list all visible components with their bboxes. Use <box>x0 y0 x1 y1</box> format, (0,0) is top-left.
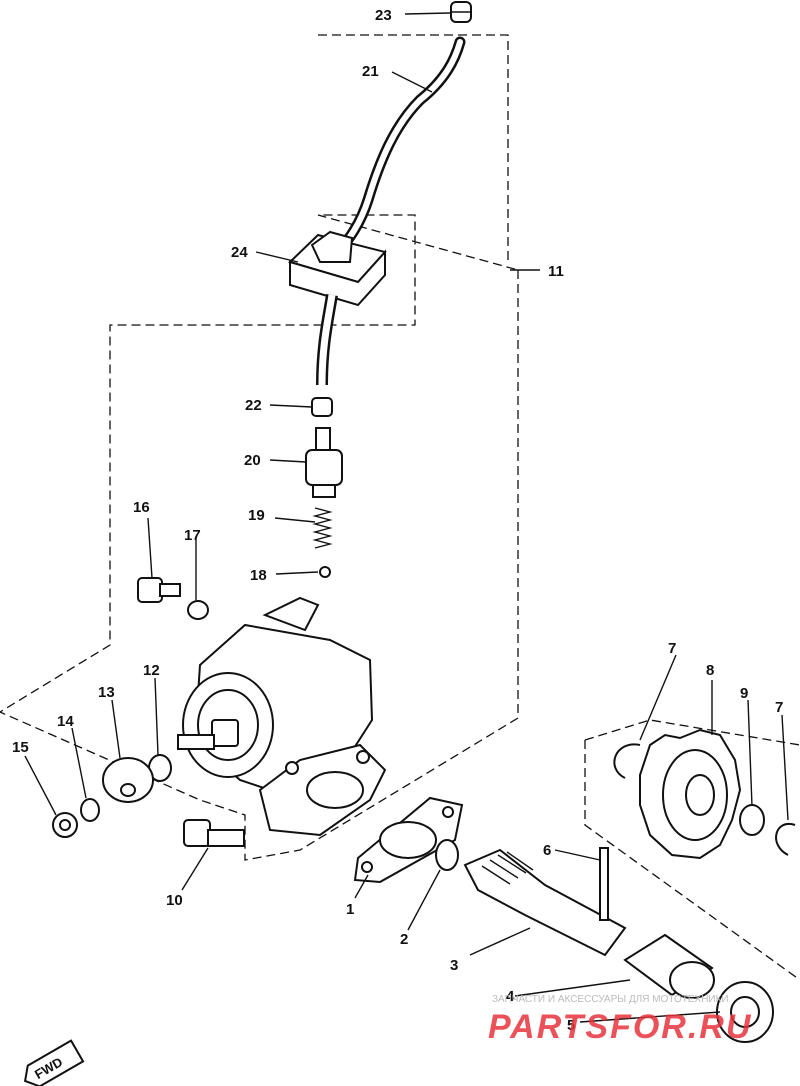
label-7-left: 7 <box>668 640 676 657</box>
part-18-ball <box>319 566 331 578</box>
label-4: 4 <box>506 988 515 1005</box>
label-14: 14 <box>57 713 74 730</box>
label-22: 22 <box>245 397 262 414</box>
part-24-grommet <box>288 230 387 307</box>
label-23: 23 <box>375 7 392 24</box>
watermark-tagline: ЗАПЧАСТИ И АКСЕССУАРЫ ДЛЯ МОТОТЕХНИКИ <box>492 994 729 1005</box>
part-23-cap <box>450 1 472 23</box>
label-6: 6 <box>543 842 551 859</box>
part-6-pin <box>599 847 609 921</box>
part-15-nut <box>52 812 78 838</box>
leader-lines <box>24 12 789 1023</box>
part-9-washer <box>739 804 765 836</box>
part-22-clip <box>311 397 333 417</box>
part-13-plate <box>102 757 154 803</box>
label-24: 24 <box>231 244 248 261</box>
part-14-circlip <box>80 798 100 822</box>
assembly-outline-11 <box>0 34 519 861</box>
label-13: 13 <box>98 684 115 701</box>
label-17: 17 <box>184 527 201 544</box>
part-5-bearing <box>716 981 774 1043</box>
label-12: 12 <box>143 662 160 679</box>
label-19: 19 <box>248 507 265 524</box>
part-1-gasket <box>353 796 464 884</box>
label-7-right: 7 <box>775 699 783 716</box>
oil-pump-body <box>177 596 387 837</box>
part-17-washer <box>187 600 209 620</box>
part-7-circlip-left <box>613 743 641 779</box>
part-3-drive-shaft <box>463 848 627 957</box>
label-3: 3 <box>450 957 458 974</box>
label-2: 2 <box>400 931 408 948</box>
label-20: 20 <box>244 452 261 469</box>
label-1: 1 <box>346 901 354 918</box>
part-7-circlip-right <box>775 822 796 856</box>
part-19-spring <box>312 507 333 549</box>
part-8-gear <box>639 728 742 860</box>
label-10: 10 <box>166 892 183 909</box>
part-20-union-bolt <box>305 427 343 498</box>
part-10-bolt <box>183 819 245 847</box>
label-15: 15 <box>12 739 29 756</box>
label-8: 8 <box>706 662 714 679</box>
label-9: 9 <box>740 685 748 702</box>
part-2-o-ring <box>435 839 459 871</box>
label-11: 11 <box>548 263 564 280</box>
label-16: 16 <box>133 499 150 516</box>
label-5: 5 <box>567 1017 575 1034</box>
fwd-badge: FWD <box>23 1039 85 1086</box>
part-4-collar <box>623 933 715 999</box>
watermark-brand: PARTSFOR.RU <box>488 1008 752 1046</box>
label-21: 21 <box>362 63 379 80</box>
part-16-screw <box>137 577 181 603</box>
label-18: 18 <box>250 567 267 584</box>
